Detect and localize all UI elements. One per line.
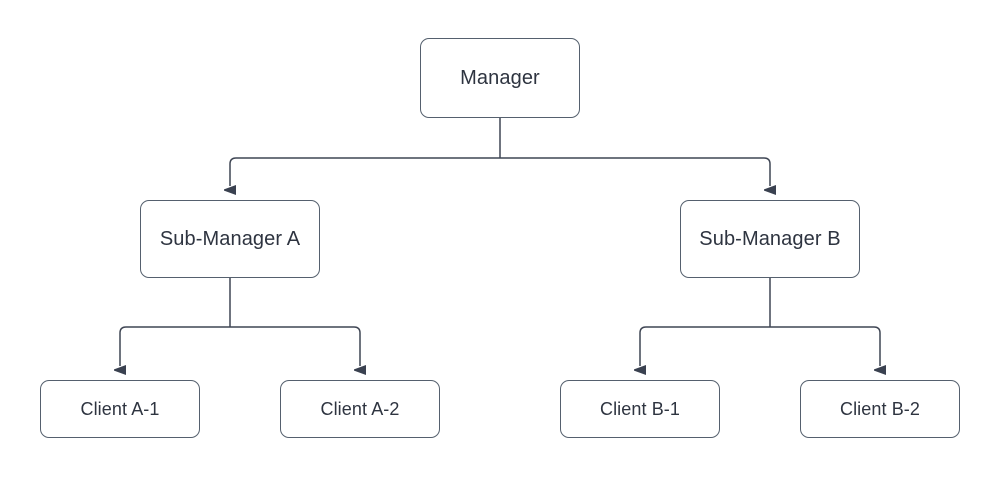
edge-manager-to-sub-b xyxy=(500,157,776,195)
node-sub-manager-b-label: Sub-Manager B xyxy=(699,228,841,250)
node-client-a-2[interactable]: Client A-2 xyxy=(280,380,440,438)
node-client-a-1-label: Client A-1 xyxy=(80,399,160,419)
edge-sub-a-to-client-a1 xyxy=(114,326,230,375)
node-sub-manager-a-label: Sub-Manager A xyxy=(159,228,301,250)
node-client-b-1-label: Client B-1 xyxy=(599,399,681,419)
edge-sub-a-to-client-a2 xyxy=(230,326,366,375)
node-manager-label: Manager xyxy=(460,67,540,89)
edge-manager-to-sub-a xyxy=(224,157,500,195)
node-manager[interactable]: Manager xyxy=(420,38,580,118)
edge-sub-b-to-client-b2 xyxy=(770,326,886,375)
node-sub-manager-b[interactable]: Sub-Manager B xyxy=(680,200,860,278)
node-client-a-1[interactable]: Client A-1 xyxy=(40,380,200,438)
node-client-b-1[interactable]: Client B-1 xyxy=(560,380,720,438)
node-sub-manager-a[interactable]: Sub-Manager A xyxy=(140,200,320,278)
node-client-a-2-label: Client A-2 xyxy=(320,399,400,419)
node-client-b-2[interactable]: Client B-2 xyxy=(800,380,960,438)
node-client-b-2-label: Client B-2 xyxy=(839,399,921,419)
edge-sub-b-to-client-b1 xyxy=(634,326,770,375)
